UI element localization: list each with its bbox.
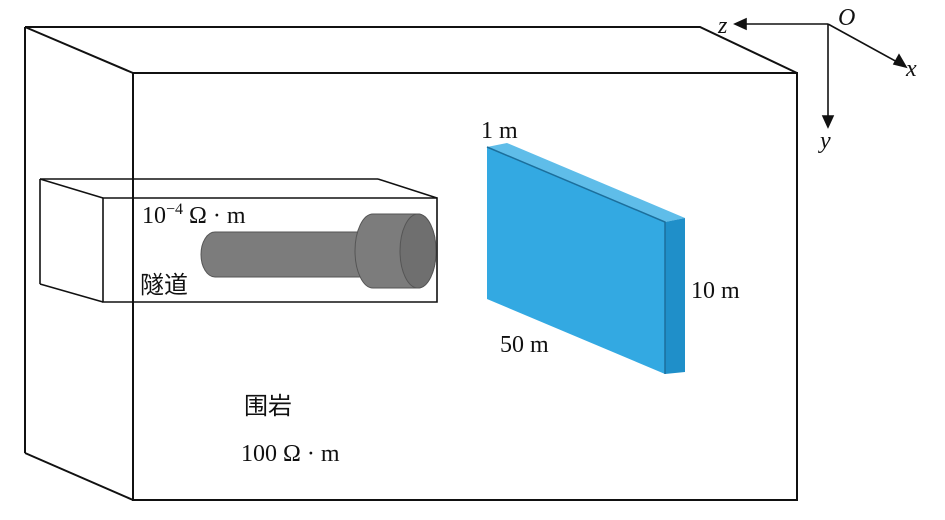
x-axis-line bbox=[827, 23, 900, 64]
tunnel-box bbox=[39, 178, 438, 303]
cylinder-shaft bbox=[200, 231, 374, 278]
tunnel-cylinder bbox=[200, 213, 437, 289]
axis-z-label: z bbox=[717, 13, 728, 39]
axis-x-label: x bbox=[905, 56, 917, 82]
tunnel-resistivity-exponent: −4 bbox=[166, 201, 183, 218]
tunnel-box-top-right-edge bbox=[377, 178, 438, 199]
y-axis-arrowhead bbox=[821, 115, 835, 129]
plate-height-label: 10 m bbox=[691, 278, 740, 304]
rock-box-top-left-edge bbox=[24, 26, 134, 74]
tunnel-resistivity-base: 10 bbox=[142, 203, 166, 229]
rock-box-bottom-left-edge bbox=[24, 452, 134, 501]
z-axis-arrowhead bbox=[733, 17, 747, 31]
rock-label: 围岩 bbox=[244, 393, 292, 420]
tunnel-resistivity-unit: Ω · m bbox=[183, 203, 246, 229]
rock-resistivity-label: 100 Ω · m bbox=[241, 441, 340, 467]
tunnel-resistivity-label: 10−4 Ω · m bbox=[142, 201, 246, 229]
plate-thickness-label: 1 m bbox=[481, 118, 518, 144]
axis-origin-label: O bbox=[838, 5, 855, 31]
tunnel-label: 隧道 bbox=[140, 272, 188, 299]
x-axis-arrowhead bbox=[892, 53, 908, 69]
plate-edge bbox=[486, 146, 666, 374]
rock-box-back-edges bbox=[25, 26, 798, 74]
coordinate-axes bbox=[733, 17, 908, 129]
axis-y-label: y bbox=[818, 128, 831, 154]
cylinder-head-face bbox=[399, 213, 437, 289]
rock-box bbox=[24, 26, 798, 501]
tunnel-box-bottom-left-edge bbox=[39, 283, 104, 303]
plate-length-label: 50 m bbox=[500, 332, 549, 358]
plate-top-face bbox=[487, 143, 685, 222]
rock-box-front-face bbox=[132, 72, 798, 501]
anomaly-plate bbox=[486, 143, 685, 374]
plate-side-face bbox=[665, 218, 685, 374]
tunnel-box-top-left-edge bbox=[39, 178, 104, 199]
tunnel-box-front-face bbox=[102, 197, 438, 303]
